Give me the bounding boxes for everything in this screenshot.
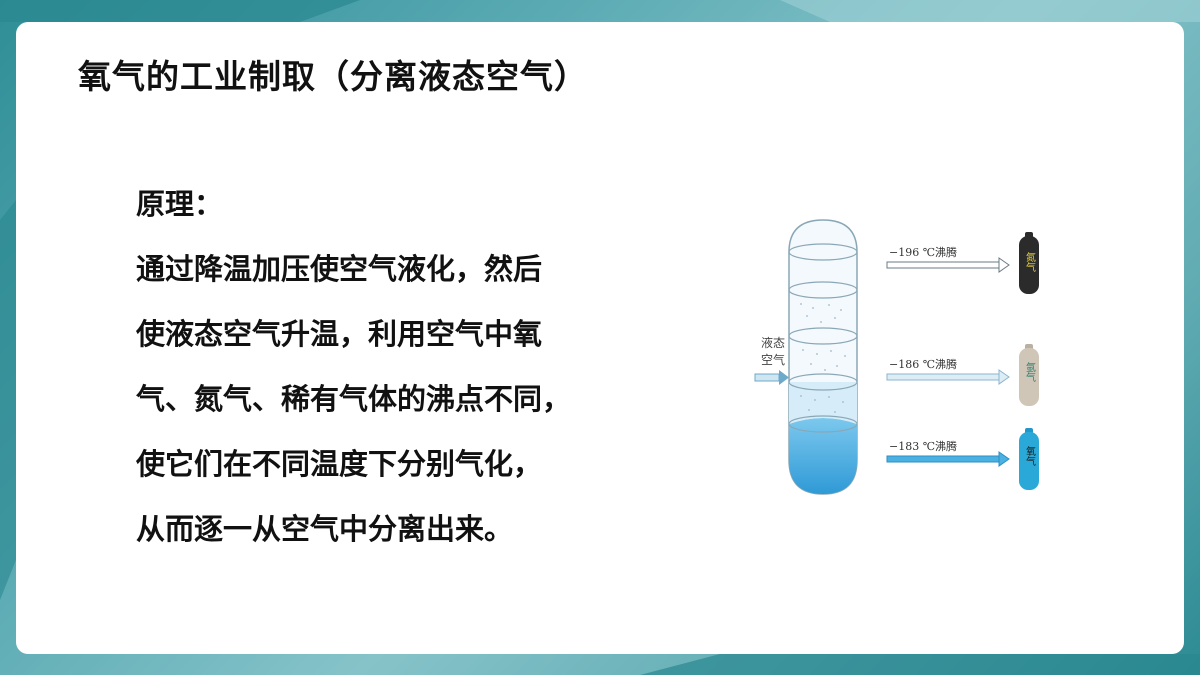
cylinder-nitrogen: 氮气 bbox=[1019, 232, 1039, 294]
boiling-label-3: −183 ℃沸腾 bbox=[889, 439, 957, 453]
principle-line-1: 通过降温加压使空气液化，然后 bbox=[136, 252, 543, 286]
principle-line-3: 气、氮气、稀有气体的沸点不同， bbox=[136, 382, 572, 416]
principle-line-5: 从而逐一从空气中分离出来。 bbox=[136, 512, 514, 546]
principle-line-2: 使液态空气升温，利用空气中氧 bbox=[136, 317, 543, 351]
output-arrow-3 bbox=[886, 451, 1010, 467]
principle-text: 原理： 通过降温加压使空气液化，然后 使液态空气升温，利用空气中氧 气、氮气、稀… bbox=[136, 172, 676, 562]
cylinder-label-1: 氮气 bbox=[1024, 251, 1036, 272]
cylinder-argon: 氩气 bbox=[1019, 344, 1039, 406]
input-label-1: 液态 bbox=[761, 335, 785, 350]
input-label-2: 空气 bbox=[761, 352, 785, 367]
cylinder-label-3: 氧气 bbox=[1024, 445, 1036, 466]
output-arrow-2 bbox=[886, 369, 1010, 385]
input-arrow bbox=[754, 370, 789, 385]
cylinder-label-2: 氩气 bbox=[1024, 361, 1036, 382]
slide-card: 氧气的工业制取（分离液态空气） 原理： 通过降温加压使空气液化，然后 使液态空气… bbox=[16, 22, 1184, 654]
output-arrow-1 bbox=[886, 257, 1010, 273]
distillation-column bbox=[788, 219, 858, 495]
fractional-distillation-diagram: 液态 空气 −196 ℃沸腾 −186 ℃沸腾 −183 ℃沸腾 氮气 氩气 bbox=[754, 219, 1039, 495]
slide-title: 氧气的工业制取（分离液态空气） bbox=[78, 57, 588, 96]
boiling-label-2: −186 ℃沸腾 bbox=[889, 357, 957, 371]
cylinder-oxygen: 氧气 bbox=[1019, 428, 1039, 490]
principle-heading: 原理： bbox=[136, 187, 224, 221]
boiling-label-1: −196 ℃沸腾 bbox=[889, 245, 957, 259]
principle-line-4: 使它们在不同温度下分别气化， bbox=[136, 447, 543, 481]
